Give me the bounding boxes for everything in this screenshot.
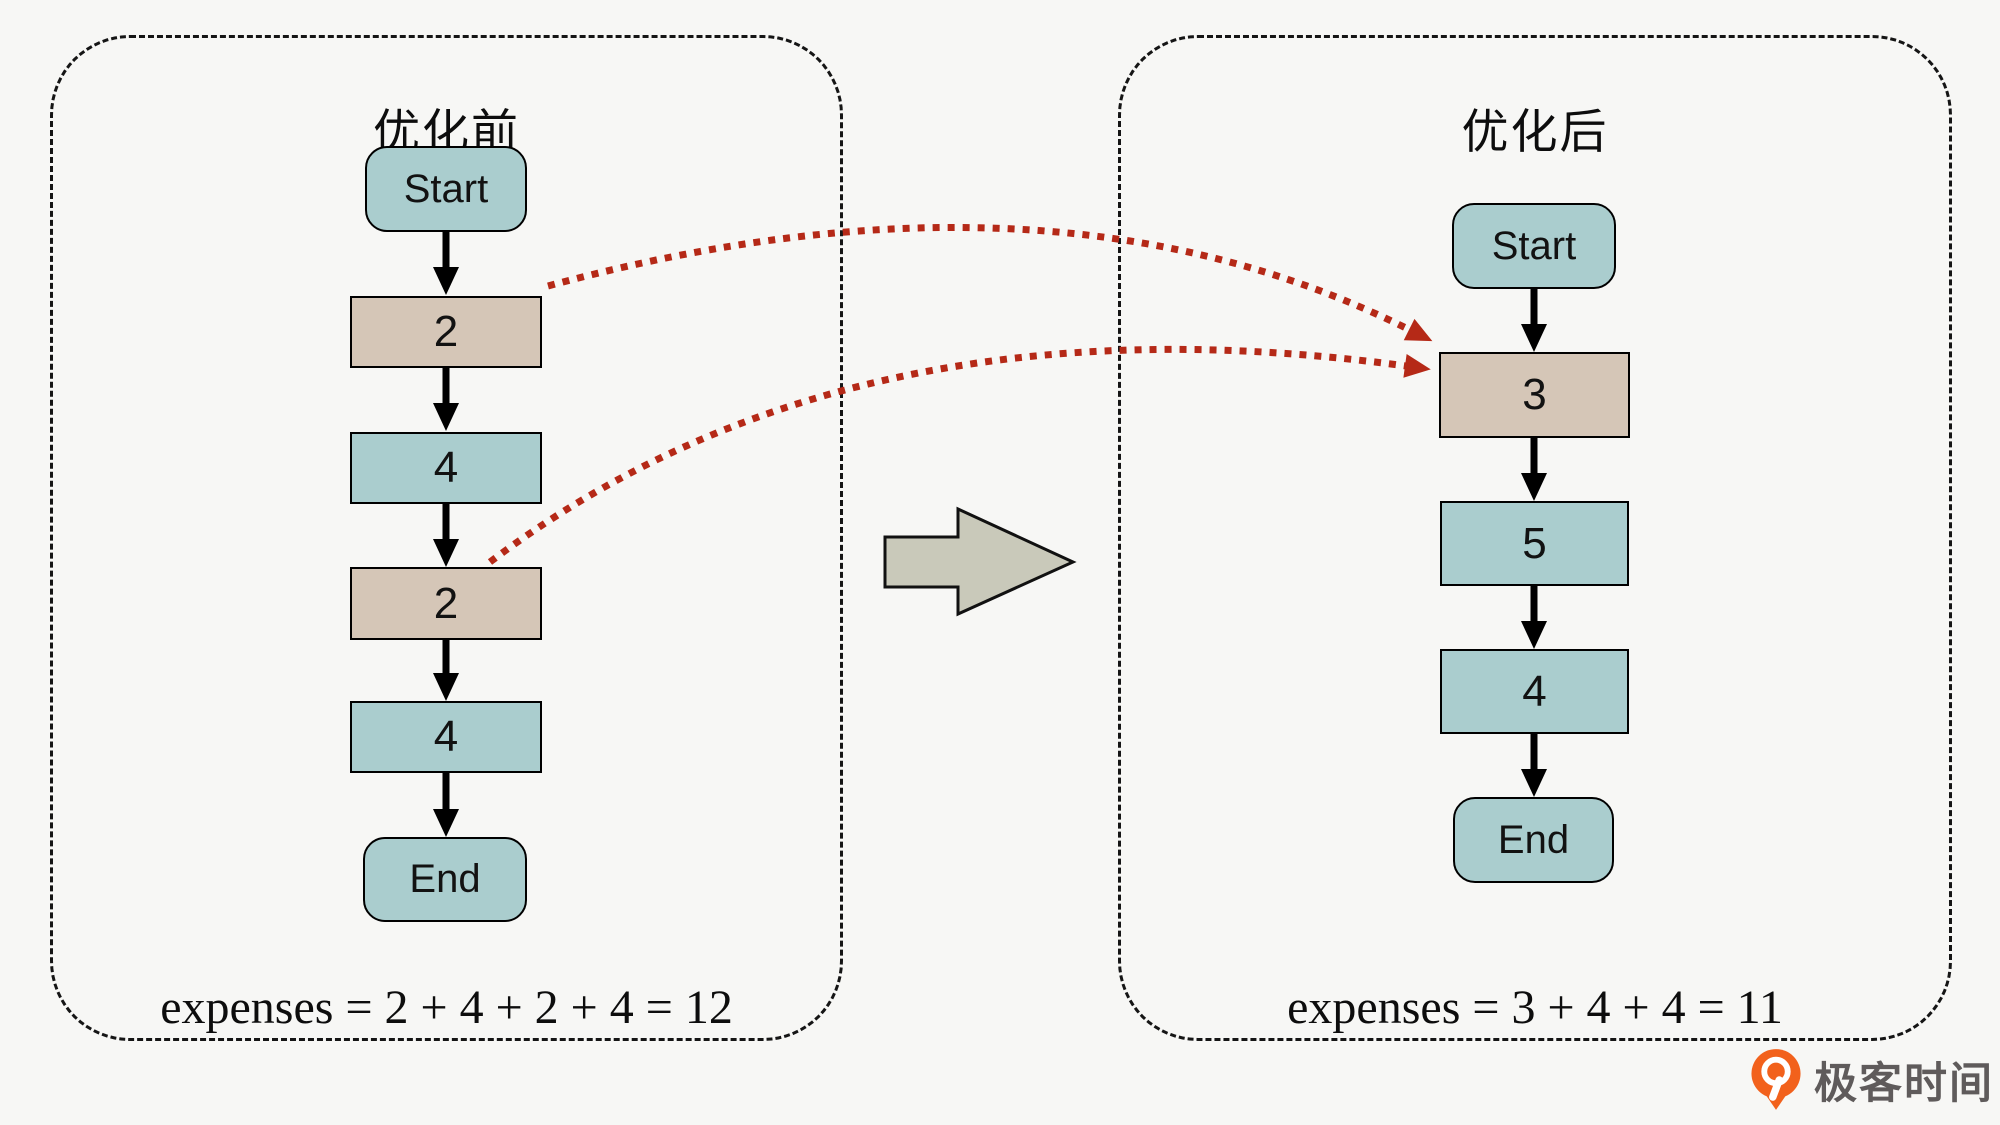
geektime-logo-text: 极客时间 — [1814, 1060, 1994, 1108]
after-panel-title: 优化后 — [1461, 105, 1609, 158]
after-cost-5-node: 5 — [1440, 501, 1629, 586]
before-end-node: End — [363, 837, 527, 922]
before-cost-2-node-first: 2 — [350, 296, 542, 368]
after-end-node: End — [1453, 797, 1614, 883]
before-start-node: Start — [365, 146, 527, 232]
after-cost-3-node: 3 — [1439, 352, 1630, 438]
geektime-logo: 极客时间 — [1750, 1048, 1994, 1112]
transform-arrow — [883, 506, 1077, 617]
before-cost-2-node-second: 2 — [350, 567, 542, 640]
before-expenses-formula: expenses = 2 + 4 + 2 + 4 = 12 — [160, 981, 733, 1034]
after-start-node: Start — [1452, 203, 1616, 289]
before-cost-4-node-second: 4 — [350, 701, 542, 773]
after-cost-4-node: 4 — [1440, 649, 1629, 734]
before-cost-4-node-first: 4 — [350, 432, 542, 504]
geektime-logo-icon — [1751, 1049, 1801, 1110]
after-expenses-formula: expenses = 3 + 4 + 4 = 11 — [1287, 981, 1783, 1034]
